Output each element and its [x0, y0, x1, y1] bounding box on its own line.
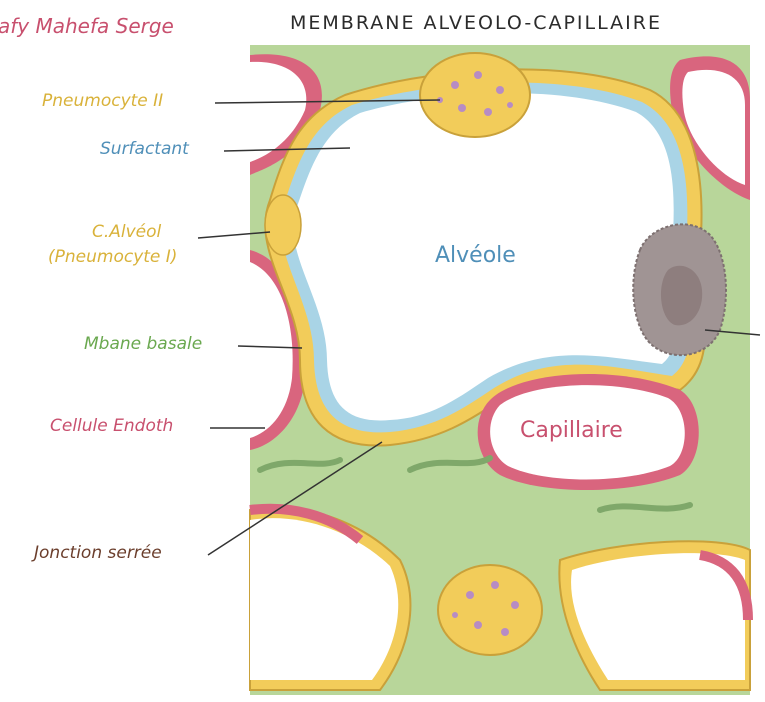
diagram-title: MEMBRANE ALVEOLO-CAPILLAIRE: [290, 12, 662, 34]
lamellar-body: [501, 628, 509, 636]
label-cellule-endoth: Cellule Endoth: [50, 416, 174, 436]
lower-left-alveolus-lumen: [250, 518, 399, 680]
capillary-left-lumen: [250, 262, 293, 438]
lamellar-body: [484, 108, 492, 116]
lamellar-body: [496, 86, 504, 94]
label-c-alveol-line2: (Pneumocyte I): [48, 247, 178, 267]
pneumocyte-type-ii-top: [419, 52, 531, 138]
macrophage-nucleus: [660, 265, 703, 326]
capillary-lower-left: [249, 503, 364, 544]
lamellar-body: [507, 102, 513, 108]
label-mbane-basale: Mbane basale: [84, 334, 203, 354]
label-capillaire: Capillaire: [520, 418, 623, 443]
label-pneumocyte-ii: Pneumocyte II: [42, 91, 164, 111]
leader-macrophage: [704, 329, 761, 336]
label-jonction-serree: Jonction serrée: [34, 543, 162, 563]
leader-jonction-serree: [207, 441, 383, 556]
label-c-alveol-line1: C.Alvéol: [92, 222, 162, 242]
interstitial-fibre: [597, 502, 693, 513]
leader-c-alveol: [197, 231, 271, 239]
interstitial-fibre: [257, 457, 343, 473]
label-surfactant: Surfactant: [100, 139, 189, 159]
lamellar-body: [474, 621, 482, 629]
author-signature: afy Mahefa Serge: [0, 14, 174, 38]
alveolus-lumen: [293, 93, 677, 421]
capillary-main-lumen: [490, 385, 685, 480]
lamellar-body: [466, 591, 474, 599]
lamellar-body: [458, 104, 466, 112]
interstitial-fibre: [407, 455, 493, 473]
pneumocyte-type-ii-bottom: [437, 564, 543, 656]
lamellar-body: [474, 71, 482, 79]
leader-pneumocyte-ii: [214, 99, 441, 104]
capillary-top-left-lumen: [250, 61, 307, 162]
capillary-top-right-lumen: [682, 69, 745, 185]
leader-mbane-basale: [237, 345, 303, 349]
lower-right-alveolus-lumen: [571, 553, 745, 680]
lamellar-body: [451, 81, 459, 89]
pneumocyte-type-i-nucleus: [264, 194, 302, 256]
lamellar-body: [491, 581, 499, 589]
label-alveole: Alvéole: [435, 243, 516, 268]
lamellar-body: [452, 612, 458, 618]
lamellar-body: [511, 601, 519, 609]
leader-surfactant: [223, 147, 351, 152]
capillary-lower-right: [698, 550, 753, 621]
